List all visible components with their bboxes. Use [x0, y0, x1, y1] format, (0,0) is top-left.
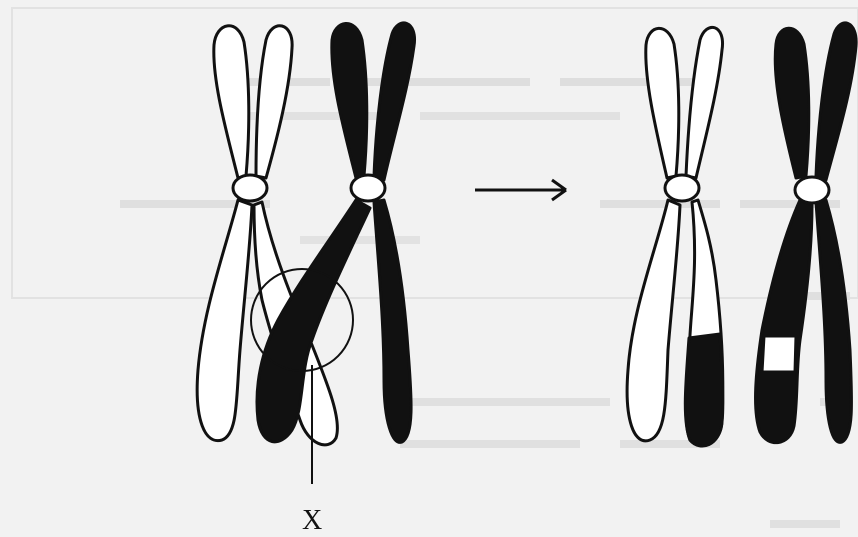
swapped-white-segment	[762, 336, 796, 372]
recombinant-white-top-left	[646, 28, 679, 178]
recombinant-white-bottom-left	[627, 200, 680, 441]
white-chromatid-bottom-left	[197, 200, 252, 441]
white-chromatid-top-left	[214, 26, 249, 178]
white-chromatid-top-right	[256, 26, 292, 178]
right-black-centromere	[795, 177, 829, 203]
recombinant-black-top-right	[816, 23, 856, 180]
swapped-black-segment	[685, 334, 723, 446]
black-chromatid-top-left	[332, 23, 367, 178]
bleed-through-background	[12, 8, 858, 528]
left-homologous-pair	[197, 23, 414, 484]
left-black-centromere	[351, 175, 385, 201]
right-homologous-pair	[627, 23, 856, 446]
recombinant-white-top-right	[686, 27, 723, 178]
recombinant-black-bottom-left	[756, 200, 812, 443]
crossover-label: X	[302, 505, 322, 537]
black-chromatid-top-right	[374, 23, 415, 180]
right-white-centromere	[665, 175, 699, 201]
recombinant-black-bottom-right	[816, 200, 852, 442]
left-white-centromere	[233, 175, 267, 201]
recombinant-black-top-left	[775, 28, 809, 178]
right-arrow-icon	[475, 180, 566, 200]
